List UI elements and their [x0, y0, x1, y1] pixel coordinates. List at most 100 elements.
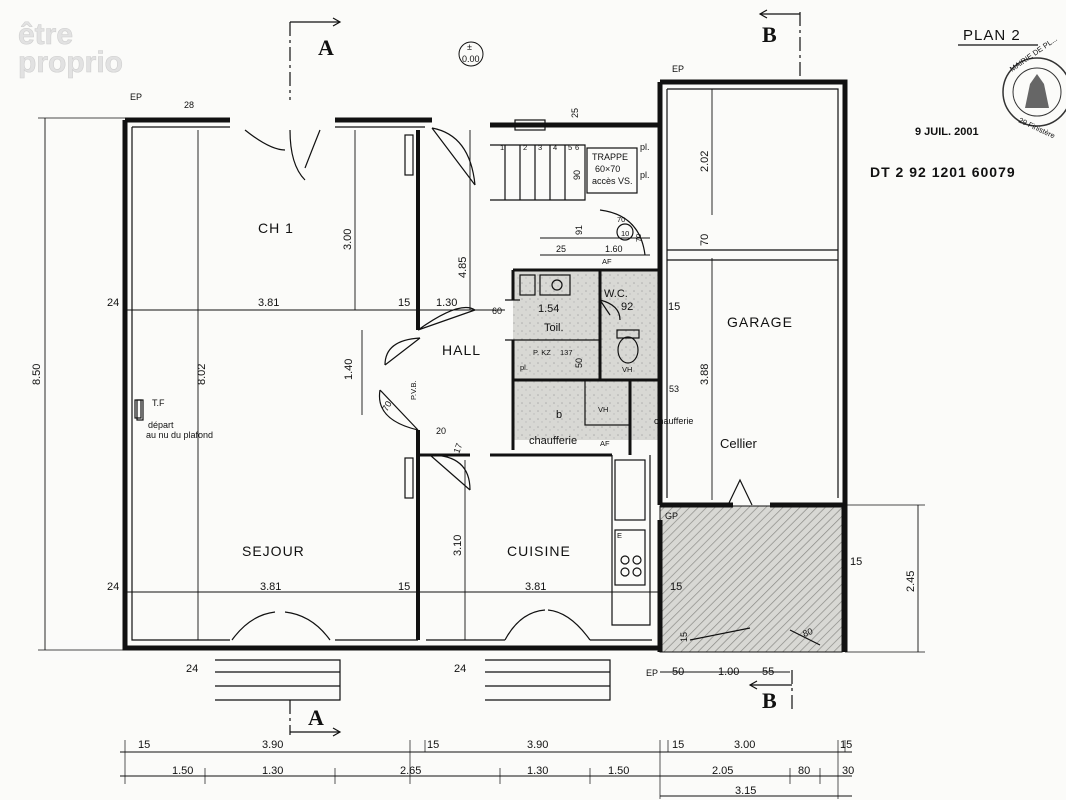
svg-text:8.50: 8.50 [31, 364, 43, 385]
svg-text:10: 10 [621, 229, 629, 238]
svg-text:15: 15 [670, 581, 682, 593]
svg-text:3.00: 3.00 [342, 229, 354, 250]
section-a-bottom: A [308, 705, 324, 730]
permit-number: DT 2 92 1201 60079 [870, 164, 1016, 180]
svg-text:2: 2 [523, 143, 527, 152]
svg-text:pl.: pl. [520, 363, 528, 372]
svg-text:P.V.B.: P.V.B. [409, 380, 418, 400]
level-marker: ± 0.00 [458, 41, 484, 67]
svg-text:4.85: 4.85 [457, 257, 469, 278]
mairie-stamp: MAIRIE DE PL... 29 Finistère [1002, 34, 1066, 141]
svg-text:50: 50 [574, 358, 584, 368]
svg-text:T.F: T.F [152, 398, 165, 408]
svg-text:20: 20 [436, 426, 446, 436]
svg-text:28: 28 [184, 100, 194, 110]
svg-text:EP: EP [672, 64, 684, 74]
svg-text:1.60: 1.60 [605, 244, 623, 254]
svg-text:3.90: 3.90 [262, 739, 283, 751]
svg-text:TRAPPE: TRAPPE [592, 152, 628, 162]
room-ch1: CH 1 [258, 220, 294, 236]
room-cuisine: CUISINE [507, 543, 571, 559]
svg-text:1.54: 1.54 [538, 303, 559, 315]
svg-text:pl.: pl. [640, 170, 650, 180]
svg-text:60×70: 60×70 [595, 164, 620, 174]
svg-text:3.15: 3.15 [735, 785, 756, 797]
svg-text:92: 92 [621, 301, 633, 313]
svg-text:b: b [556, 409, 562, 421]
svg-text:5: 5 [568, 143, 572, 152]
svg-text:3.81: 3.81 [525, 581, 546, 593]
svg-text:3.81: 3.81 [260, 581, 281, 593]
plan-title: PLAN 2 [963, 27, 1021, 44]
svg-text:30: 30 [842, 765, 854, 777]
svg-text:6: 6 [575, 143, 579, 152]
room-cellier: Cellier [720, 436, 758, 451]
svg-text:25: 25 [556, 244, 566, 254]
svg-text:0.00: 0.00 [462, 54, 480, 64]
svg-text:91: 91 [574, 225, 584, 235]
room-chaufferie-2: chaufferie [654, 416, 693, 426]
windows [136, 134, 611, 701]
svg-text:EP: EP [130, 92, 142, 102]
terrace-hatch [659, 505, 843, 653]
svg-text:pl.: pl. [640, 142, 650, 152]
title-block: PLAN 2 9 JUIL. 2001 DT 2 92 1201 60079 [870, 27, 1038, 180]
svg-text:15: 15 [679, 632, 689, 642]
svg-text:50: 50 [672, 666, 684, 678]
svg-text:70: 70 [617, 215, 625, 224]
svg-text:proprio: proprio [18, 46, 123, 79]
svg-text:AF: AF [600, 439, 610, 448]
room-toil: Toil. [544, 322, 564, 334]
svg-text:1.30: 1.30 [262, 765, 283, 777]
svg-text:1.50: 1.50 [172, 765, 193, 777]
room-garage: GARAGE [727, 314, 793, 330]
svg-text:60: 60 [492, 306, 502, 316]
svg-text:1.50: 1.50 [608, 765, 629, 777]
svg-text:24: 24 [186, 663, 198, 675]
svg-text:±: ± [467, 42, 472, 52]
svg-text:1.00: 1.00 [718, 666, 739, 678]
svg-text:80: 80 [798, 765, 810, 777]
annotations: EP EP EP GP T.F départ au nu du plafond … [130, 64, 684, 678]
svg-text:départ: départ [148, 420, 174, 430]
svg-text:55: 55 [762, 666, 774, 678]
svg-text:15: 15 [398, 581, 410, 593]
interior-walls [416, 130, 838, 640]
svg-text:70: 70 [699, 234, 711, 246]
svg-text:3.81: 3.81 [258, 297, 279, 309]
room-chaufferie: chaufferie [529, 435, 577, 447]
svg-text:53: 53 [669, 384, 679, 394]
svg-text:15: 15 [398, 297, 410, 309]
svg-text:80: 80 [801, 626, 814, 639]
svg-text:être: être [18, 18, 73, 51]
svg-text:15: 15 [668, 301, 680, 313]
svg-text:70: 70 [380, 399, 394, 413]
exterior-walls [122, 79, 848, 652]
svg-text:3.10: 3.10 [452, 535, 464, 556]
wc-fixtures [519, 274, 646, 586]
svg-text:2.02: 2.02 [699, 151, 711, 172]
svg-text:4: 4 [553, 143, 557, 152]
svg-text:VH: VH [598, 405, 608, 414]
svg-text:2.65: 2.65 [400, 765, 421, 777]
svg-text:15: 15 [840, 739, 852, 751]
svg-text:3.90: 3.90 [527, 739, 548, 751]
svg-text:3: 3 [538, 143, 542, 152]
svg-text:1.40: 1.40 [343, 359, 355, 380]
section-a-top: A [318, 35, 334, 60]
svg-text:24: 24 [454, 663, 466, 675]
doors [231, 127, 821, 646]
dimension-lines: 8.50 3.00 8.02 4.85 1.40 3.10 2.02 70 3.… [31, 89, 925, 799]
svg-text:P. KZ: P. KZ [533, 348, 551, 357]
svg-text:90: 90 [572, 170, 582, 180]
svg-text:15: 15 [672, 739, 684, 751]
svg-text:17: 17 [451, 442, 464, 455]
date-stamp: 9 JUIL. 2001 [915, 126, 979, 138]
svg-text:EP: EP [646, 668, 658, 678]
room-labels: CH 1 HALL SEJOUR CUISINE GARAGE Cellier … [242, 220, 793, 559]
section-b-bottom: B [762, 688, 777, 713]
svg-text:29 Finistère: 29 Finistère [1017, 116, 1056, 141]
svg-text:au nu du plafond: au nu du plafond [146, 430, 213, 440]
svg-text:VH: VH [622, 365, 632, 374]
